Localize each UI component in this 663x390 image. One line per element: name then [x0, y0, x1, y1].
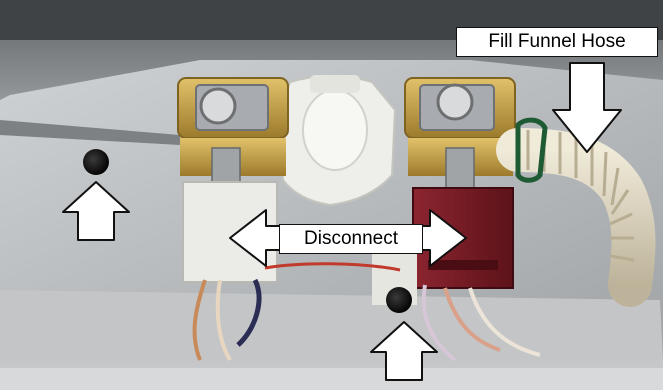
fill-funnel-hose-label: Fill Funnel Hose [456, 27, 658, 57]
hose-clamp [515, 117, 548, 183]
wire-left-2 [215, 279, 232, 362]
valve-inlet [302, 89, 368, 171]
wire-right-3 [468, 287, 541, 357]
panel-floor [0, 290, 663, 360]
wire-right-1 [421, 284, 457, 362]
right-terminal [445, 147, 475, 191]
bottom-edge [0, 368, 663, 390]
screw-bottom [386, 287, 412, 313]
up-arrow-bottom [370, 321, 438, 381]
wire-cross-red [264, 262, 401, 272]
wire-right-2 [443, 287, 501, 352]
up-arrow-left [62, 181, 130, 241]
disconnect-label: Disconnect [279, 224, 423, 254]
right-coil-screw [436, 83, 474, 121]
wire-left-3 [236, 278, 262, 347]
valve-cap [310, 75, 360, 93]
left-coil-screw [199, 87, 237, 125]
right-connector-rib [428, 260, 498, 270]
screw-left [83, 149, 109, 175]
panel-fold [0, 120, 180, 145]
wire-left-1 [192, 279, 207, 361]
down-arrow-hose [552, 62, 622, 153]
